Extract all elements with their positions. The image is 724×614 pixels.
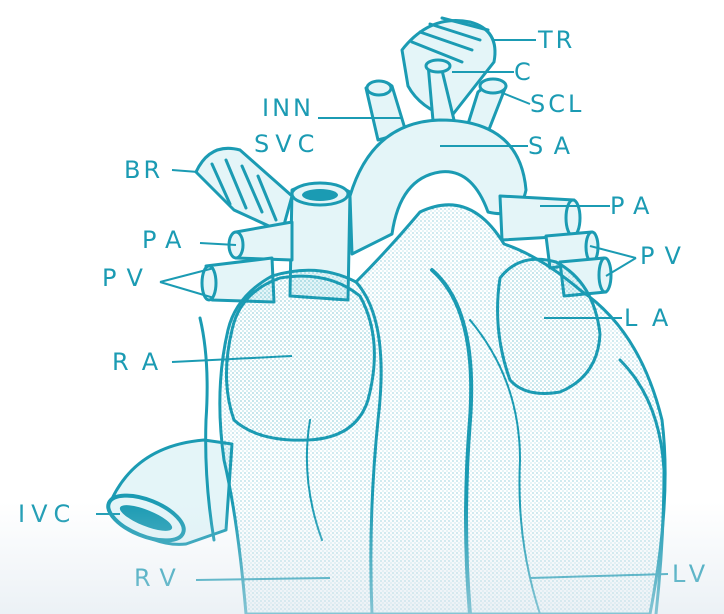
bronchus — [196, 148, 292, 232]
